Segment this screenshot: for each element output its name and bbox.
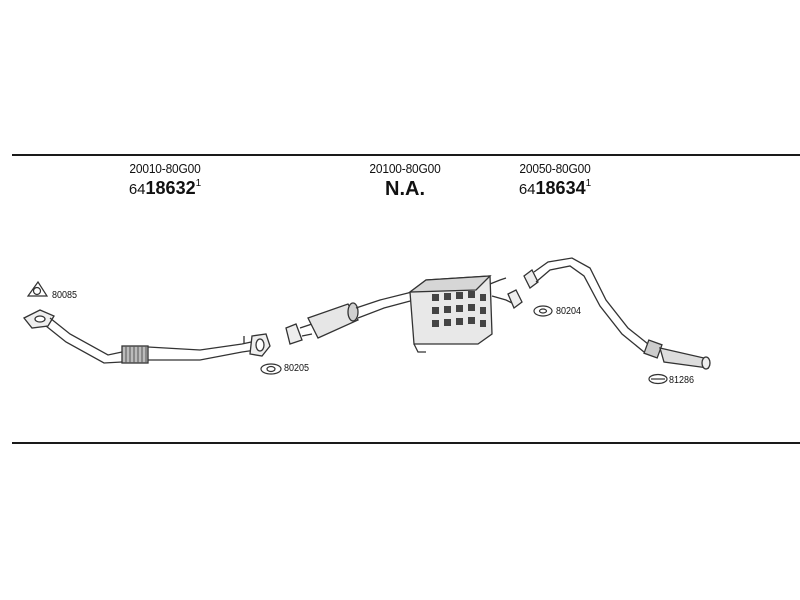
front-pipe-upper bbox=[49, 317, 123, 356]
rear-flange bbox=[523, 269, 539, 289]
part-number: 64186341 bbox=[500, 178, 610, 198]
tailpipe-tip bbox=[701, 356, 711, 370]
link-pipe-lower bbox=[357, 299, 415, 319]
rear-pipe-lower bbox=[535, 265, 645, 353]
part-number: 64186321 bbox=[110, 178, 220, 198]
front-flange-hole bbox=[34, 315, 46, 323]
muffler-bracket bbox=[413, 343, 426, 353]
oem-number: 20100-80G00 bbox=[369, 161, 441, 176]
clamp-icon bbox=[648, 373, 668, 385]
section-front-pipe: 20010-80G00 64186321 bbox=[110, 162, 220, 197]
rear-pipe-upper bbox=[533, 257, 649, 345]
callout-clamp: 81286 bbox=[669, 375, 695, 386]
oem-number: 20010-80G00 bbox=[129, 161, 201, 176]
callout-gasket-mid: 80205 bbox=[284, 363, 310, 374]
front-pipe bbox=[22, 309, 271, 364]
center-section bbox=[285, 275, 523, 353]
inlet-flange bbox=[285, 323, 303, 345]
front-pipe-lower bbox=[45, 325, 123, 364]
part-prefix: 64 bbox=[518, 181, 536, 198]
callout-gasket-front: 80085 bbox=[52, 290, 78, 301]
resonator bbox=[307, 303, 359, 339]
muffler-top-face bbox=[407, 275, 492, 293]
gasket-oval-icon bbox=[260, 363, 282, 375]
gasket-oval-icon bbox=[533, 305, 553, 317]
gasket-triangle-icon bbox=[26, 280, 49, 297]
part-prefix: 64 bbox=[128, 181, 146, 198]
resonator-end bbox=[347, 302, 359, 322]
part-number: N.A. bbox=[385, 178, 425, 200]
part-main: 18632 bbox=[145, 178, 196, 198]
front-rear-flange-hole bbox=[255, 338, 265, 352]
inlet-pipe-lower bbox=[301, 333, 313, 337]
section-rear-pipe: 20050-80G00 64186341 bbox=[500, 162, 610, 197]
bottom-divider bbox=[12, 442, 800, 444]
rear-pipe bbox=[523, 257, 711, 370]
rear-clamp bbox=[643, 339, 663, 359]
flex-ribs bbox=[125, 346, 147, 363]
tailpipe bbox=[659, 347, 710, 369]
part-suffix: 1 bbox=[585, 178, 592, 189]
oem-number: 20050-80G00 bbox=[519, 161, 591, 176]
front-pipe-tail-upper bbox=[147, 340, 257, 351]
callout-gasket-rear: 80204 bbox=[556, 306, 582, 317]
section-center-muffler: 20100-80G00 N.A. bbox=[350, 162, 460, 199]
outlet-flange bbox=[507, 289, 523, 310]
top-divider bbox=[12, 154, 800, 156]
part-suffix: 1 bbox=[195, 178, 202, 189]
heat-shield-pattern bbox=[432, 291, 486, 327]
outlet-pipe-upper bbox=[489, 277, 507, 285]
link-pipe-upper bbox=[355, 291, 413, 309]
front-pipe-tail-lower bbox=[148, 349, 257, 361]
part-main: 18634 bbox=[535, 178, 586, 198]
inlet-pipe-upper bbox=[299, 323, 313, 329]
